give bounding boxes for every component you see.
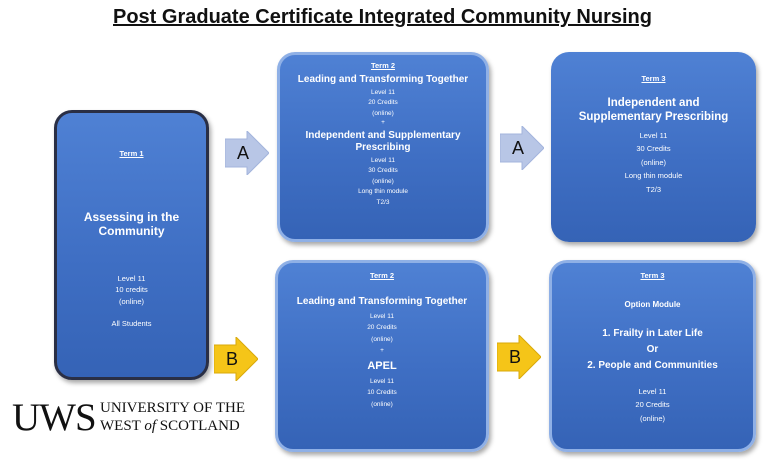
term2a-m2-level: Level 11 <box>370 156 396 164</box>
term3b-or: Or <box>646 343 659 355</box>
uws-logo-line2: WEST of SCOTLAND <box>100 418 240 435</box>
term2b-m1-mode: (online) <box>371 335 393 343</box>
term2a-m1-credits: 20 Credits <box>368 99 398 107</box>
term2a-module1-title: Leading and Transforming Together <box>297 74 469 85</box>
arrow-a-2: A <box>500 126 544 170</box>
term1-card: Term 1 Assessing in the Community Level … <box>54 110 209 380</box>
term3b-option2: 2. People and Communities <box>587 359 718 371</box>
term3b-heading: Option Module <box>624 300 681 309</box>
term3a-credits: 30 Credits <box>636 144 671 154</box>
term1-mode: (online) <box>118 297 144 307</box>
term3a-level: Level 11 <box>639 130 668 140</box>
term3a-terms: T2/3 <box>645 185 661 195</box>
uws-logo: UWS UNIVERSITY OF THE WEST of SCOTLAND <box>12 394 247 442</box>
term2a-m2-mode: (online) <box>372 177 394 185</box>
arrow-a-1: A <box>225 131 269 175</box>
term3a-mode: (online) <box>640 157 666 167</box>
term2a-m1-mode: (online) <box>372 109 394 117</box>
term2a-label: Term 2 <box>370 61 396 70</box>
term2b-m2-mode: (online) <box>371 400 393 408</box>
uws-logo-line2-c: SCOTLAND <box>155 418 240 434</box>
arrow-b-2-label: B <box>508 346 521 367</box>
uws-logo-line2-b: of <box>144 418 156 434</box>
term3b-credits: 20 Credits <box>635 400 670 410</box>
term2b-label: Term 2 <box>369 271 395 280</box>
term3-pathway-a-card: Term 3 Independent and Supplementary Pre… <box>551 52 756 242</box>
term1-module-title: Assessing in the Community <box>83 210 180 239</box>
uws-logo-mark: UWS <box>12 396 97 439</box>
uws-logo-line2-a: WEST <box>100 418 145 434</box>
term3a-label: Term 3 <box>641 74 666 83</box>
term2a-plus: + <box>381 119 385 127</box>
term2b-module1-title: Leading and Transforming Together <box>296 296 468 307</box>
arrow-right-icon <box>214 337 258 381</box>
arrow-right-icon <box>497 335 541 379</box>
arrow-a-1-label: A <box>236 142 249 163</box>
term2b-plus: + <box>380 347 384 355</box>
term2a-module2-title: Independent and Supplementary Prescribin… <box>305 129 461 153</box>
term2a-m1-level: Level 11 <box>370 89 396 96</box>
term3a-note: Long thin module <box>624 171 683 181</box>
arrow-right-icon <box>225 131 269 175</box>
term2b-module2-title: APEL <box>367 359 397 372</box>
term3b-label: Term 3 <box>640 271 665 280</box>
term1-level: Level 11 <box>117 273 146 283</box>
arrow-b-1: B <box>214 337 258 381</box>
uws-logo-line1: UNIVERSITY OF THE <box>100 400 245 416</box>
term2-pathway-a-card: Term 2 Leading and Transforming Together… <box>277 52 489 242</box>
term3b-option1: 1. Frailty in Later Life <box>602 327 703 339</box>
term2b-m2-level: Level 11 <box>369 377 395 385</box>
term1-label: Term 1 <box>119 149 144 158</box>
term2a-m2-credits: 30 Credits <box>368 167 398 175</box>
arrow-b-1-label: B <box>225 348 238 369</box>
term2-pathway-b-card: Term 2 Leading and Transforming Together… <box>275 260 489 452</box>
term2b-m1-credits: 20 Credits <box>367 324 397 332</box>
page-title: Post Graduate Certificate Integrated Com… <box>113 6 652 28</box>
term2a-m2-terms: T2/3 <box>376 198 390 206</box>
arrow-b-2: B <box>497 335 541 379</box>
term1-note: All Students <box>111 318 152 328</box>
term3a-module-title: Independent and Supplementary Prescribin… <box>578 97 729 123</box>
arrow-a-2-label: A <box>511 137 524 158</box>
term1-credits: 10 credits <box>115 285 148 295</box>
arrow-right-icon <box>500 126 544 170</box>
term2b-m1-level: Level 11 <box>369 313 395 320</box>
term3b-mode: (online) <box>639 413 665 423</box>
term3b-level: Level 11 <box>638 386 667 396</box>
term3-pathway-b-card: Term 3 Option Module 1. Frailty in Later… <box>549 260 756 452</box>
term2b-m2-credits: 10 Credits <box>367 389 397 397</box>
term2a-m2-note: Long thin module <box>358 188 408 196</box>
